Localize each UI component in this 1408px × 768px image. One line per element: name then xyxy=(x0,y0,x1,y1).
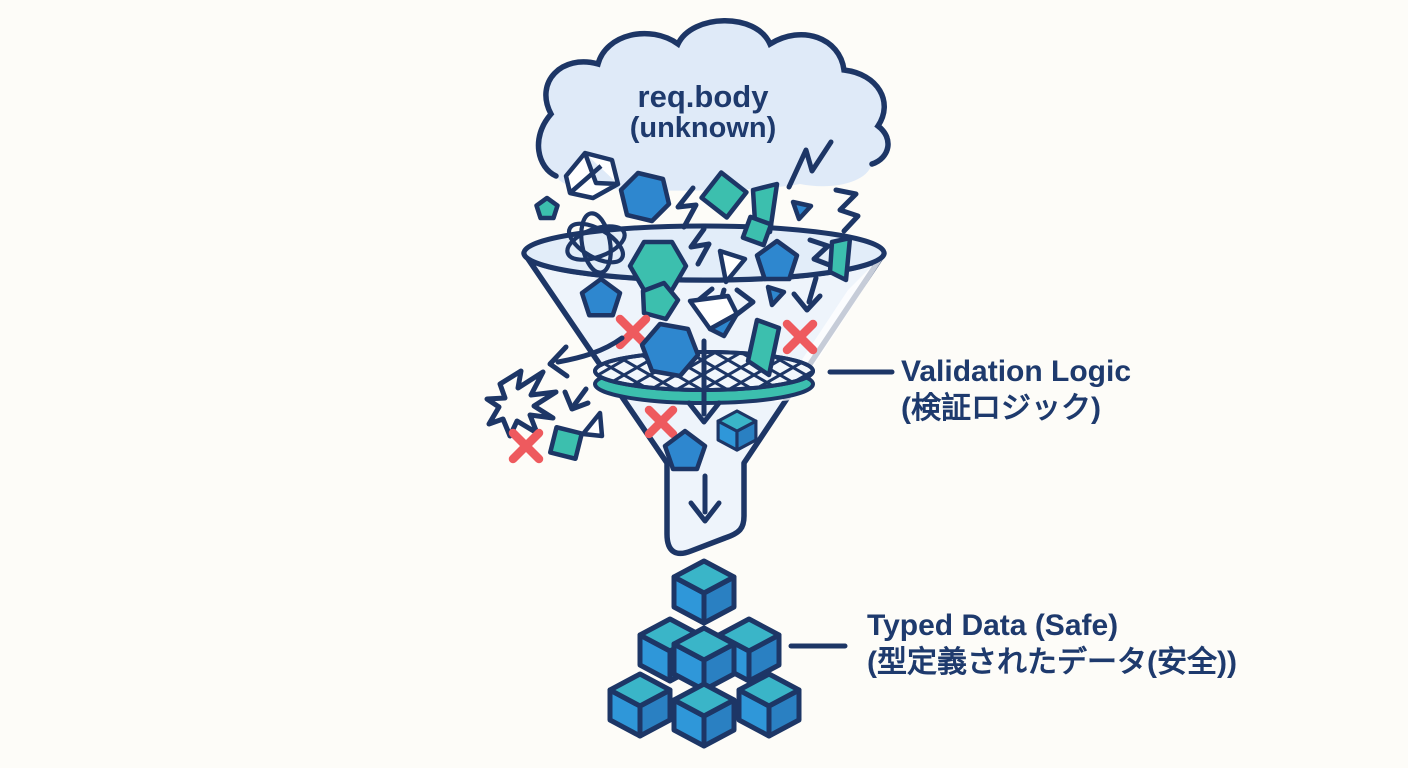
triangle-shape xyxy=(765,284,787,308)
crumpled-paper-icon xyxy=(563,150,621,201)
zigzag-icon xyxy=(833,187,861,234)
typed-data-cubes xyxy=(610,561,799,746)
cube-shape xyxy=(716,409,758,452)
cube-shape xyxy=(674,628,734,690)
pentagon-shape xyxy=(579,276,623,318)
chevron-right-icon xyxy=(733,287,756,318)
triangle-shape xyxy=(580,410,605,439)
down-arrow-head xyxy=(791,291,823,313)
reject-x-icon xyxy=(782,319,818,355)
reject-arrow-head xyxy=(547,344,570,379)
reject-x-icon xyxy=(508,428,544,464)
hexagon-shape xyxy=(639,321,701,379)
zigzag-icon xyxy=(807,237,835,269)
cloud-shape xyxy=(535,18,891,191)
typed-label-title: Typed Data (Safe) xyxy=(867,609,1119,642)
square-shape xyxy=(740,214,774,248)
scribble-icon xyxy=(565,211,627,275)
square-shape xyxy=(699,170,749,220)
cloud-subtitle: (unknown) xyxy=(629,112,777,144)
pentagon-shape xyxy=(640,280,681,322)
hexagon-shape xyxy=(627,239,689,293)
typed-data-label: Typed Data (Safe) (型定義されたデータ(安全)) xyxy=(867,607,1237,681)
falling-shapes xyxy=(534,139,861,235)
pentagon-shape xyxy=(534,195,560,221)
cube-shape xyxy=(674,684,734,746)
cube-shape xyxy=(739,674,799,736)
crumpled-star-icon xyxy=(484,368,559,439)
shard-shape xyxy=(745,317,782,378)
reject-x-icon xyxy=(615,314,651,350)
bowl-shapes xyxy=(565,211,853,355)
square-shape xyxy=(547,424,585,462)
reject-x-icon xyxy=(644,405,678,439)
validation-label-title: Validation Logic xyxy=(901,355,1132,388)
down-arrow-icon xyxy=(806,275,819,305)
triangle-shape xyxy=(717,248,748,285)
rejected-shapes xyxy=(484,335,625,464)
shard-shape xyxy=(827,235,853,283)
cube-shape xyxy=(674,561,734,623)
reject-arrow-icon xyxy=(555,335,625,365)
down-arrow-head xyxy=(686,400,722,425)
cube-shape xyxy=(610,674,670,736)
zigzag-icon xyxy=(675,185,699,230)
validation-label-subtitle: (検証ロジック) xyxy=(901,392,1101,425)
passed-shapes xyxy=(644,338,758,524)
down-arrow-head xyxy=(688,500,722,524)
reject-arrow-icon xyxy=(572,386,589,407)
pentagon-shape xyxy=(662,428,708,472)
lightning-icon xyxy=(786,139,834,190)
hexagon-shape xyxy=(618,170,672,224)
triangle-shape xyxy=(790,199,814,222)
zigzag-icon xyxy=(688,226,712,267)
cloud-title: req.body xyxy=(637,79,769,114)
pentagon-shape xyxy=(754,238,800,282)
typed-label-subtitle: (型定義されたデータ(安全)) xyxy=(867,646,1237,679)
reject-arrow-head xyxy=(562,389,591,412)
mesh-shapes xyxy=(639,293,782,379)
validation-label: Validation Logic (検証ロジック) xyxy=(901,353,1131,427)
folded-corner-shape xyxy=(707,311,740,339)
